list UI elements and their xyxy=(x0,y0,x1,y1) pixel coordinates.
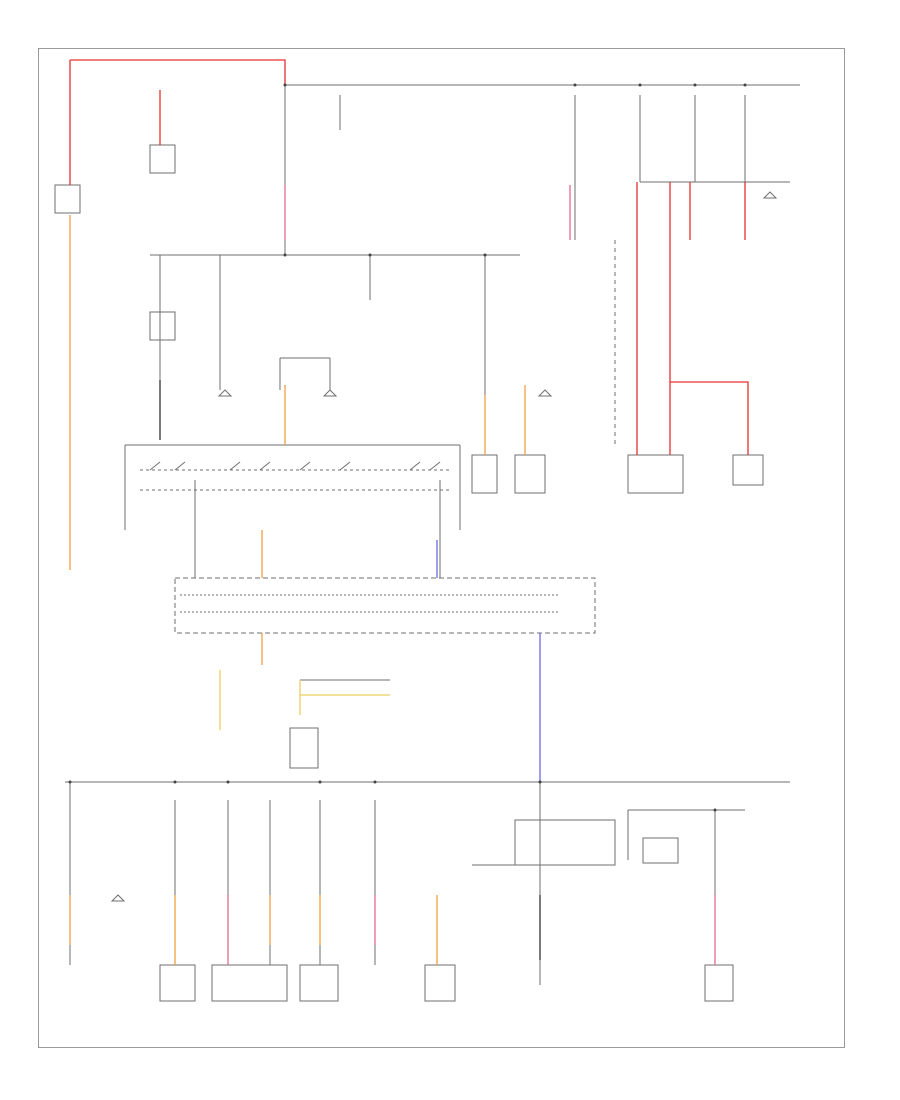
load-1 xyxy=(159,964,196,1002)
fuse-block-left xyxy=(54,184,81,214)
relay-switches xyxy=(149,461,441,471)
load-2 xyxy=(211,964,288,1002)
load-5 xyxy=(704,964,734,1002)
component-left xyxy=(149,311,176,341)
right-red-3 xyxy=(670,381,749,455)
diagram-frame xyxy=(38,48,845,1048)
lower-component-1 xyxy=(289,727,319,769)
load-4 xyxy=(424,964,456,1002)
ground-symbols xyxy=(110,191,778,902)
colored-wires xyxy=(69,59,749,965)
load-3 xyxy=(299,964,339,1002)
lower-switch-box xyxy=(514,819,616,866)
component-mid-2 xyxy=(514,454,546,494)
generator-box xyxy=(149,144,176,174)
relay-right-2 xyxy=(732,454,764,486)
yellow-wire-2 xyxy=(299,680,390,715)
component-mid-1 xyxy=(471,454,498,494)
connector-pins xyxy=(68,83,747,812)
battery-red-wire xyxy=(70,59,286,85)
relay-right-1 xyxy=(627,454,684,494)
control-module xyxy=(174,577,596,634)
lower-relay xyxy=(642,837,679,864)
